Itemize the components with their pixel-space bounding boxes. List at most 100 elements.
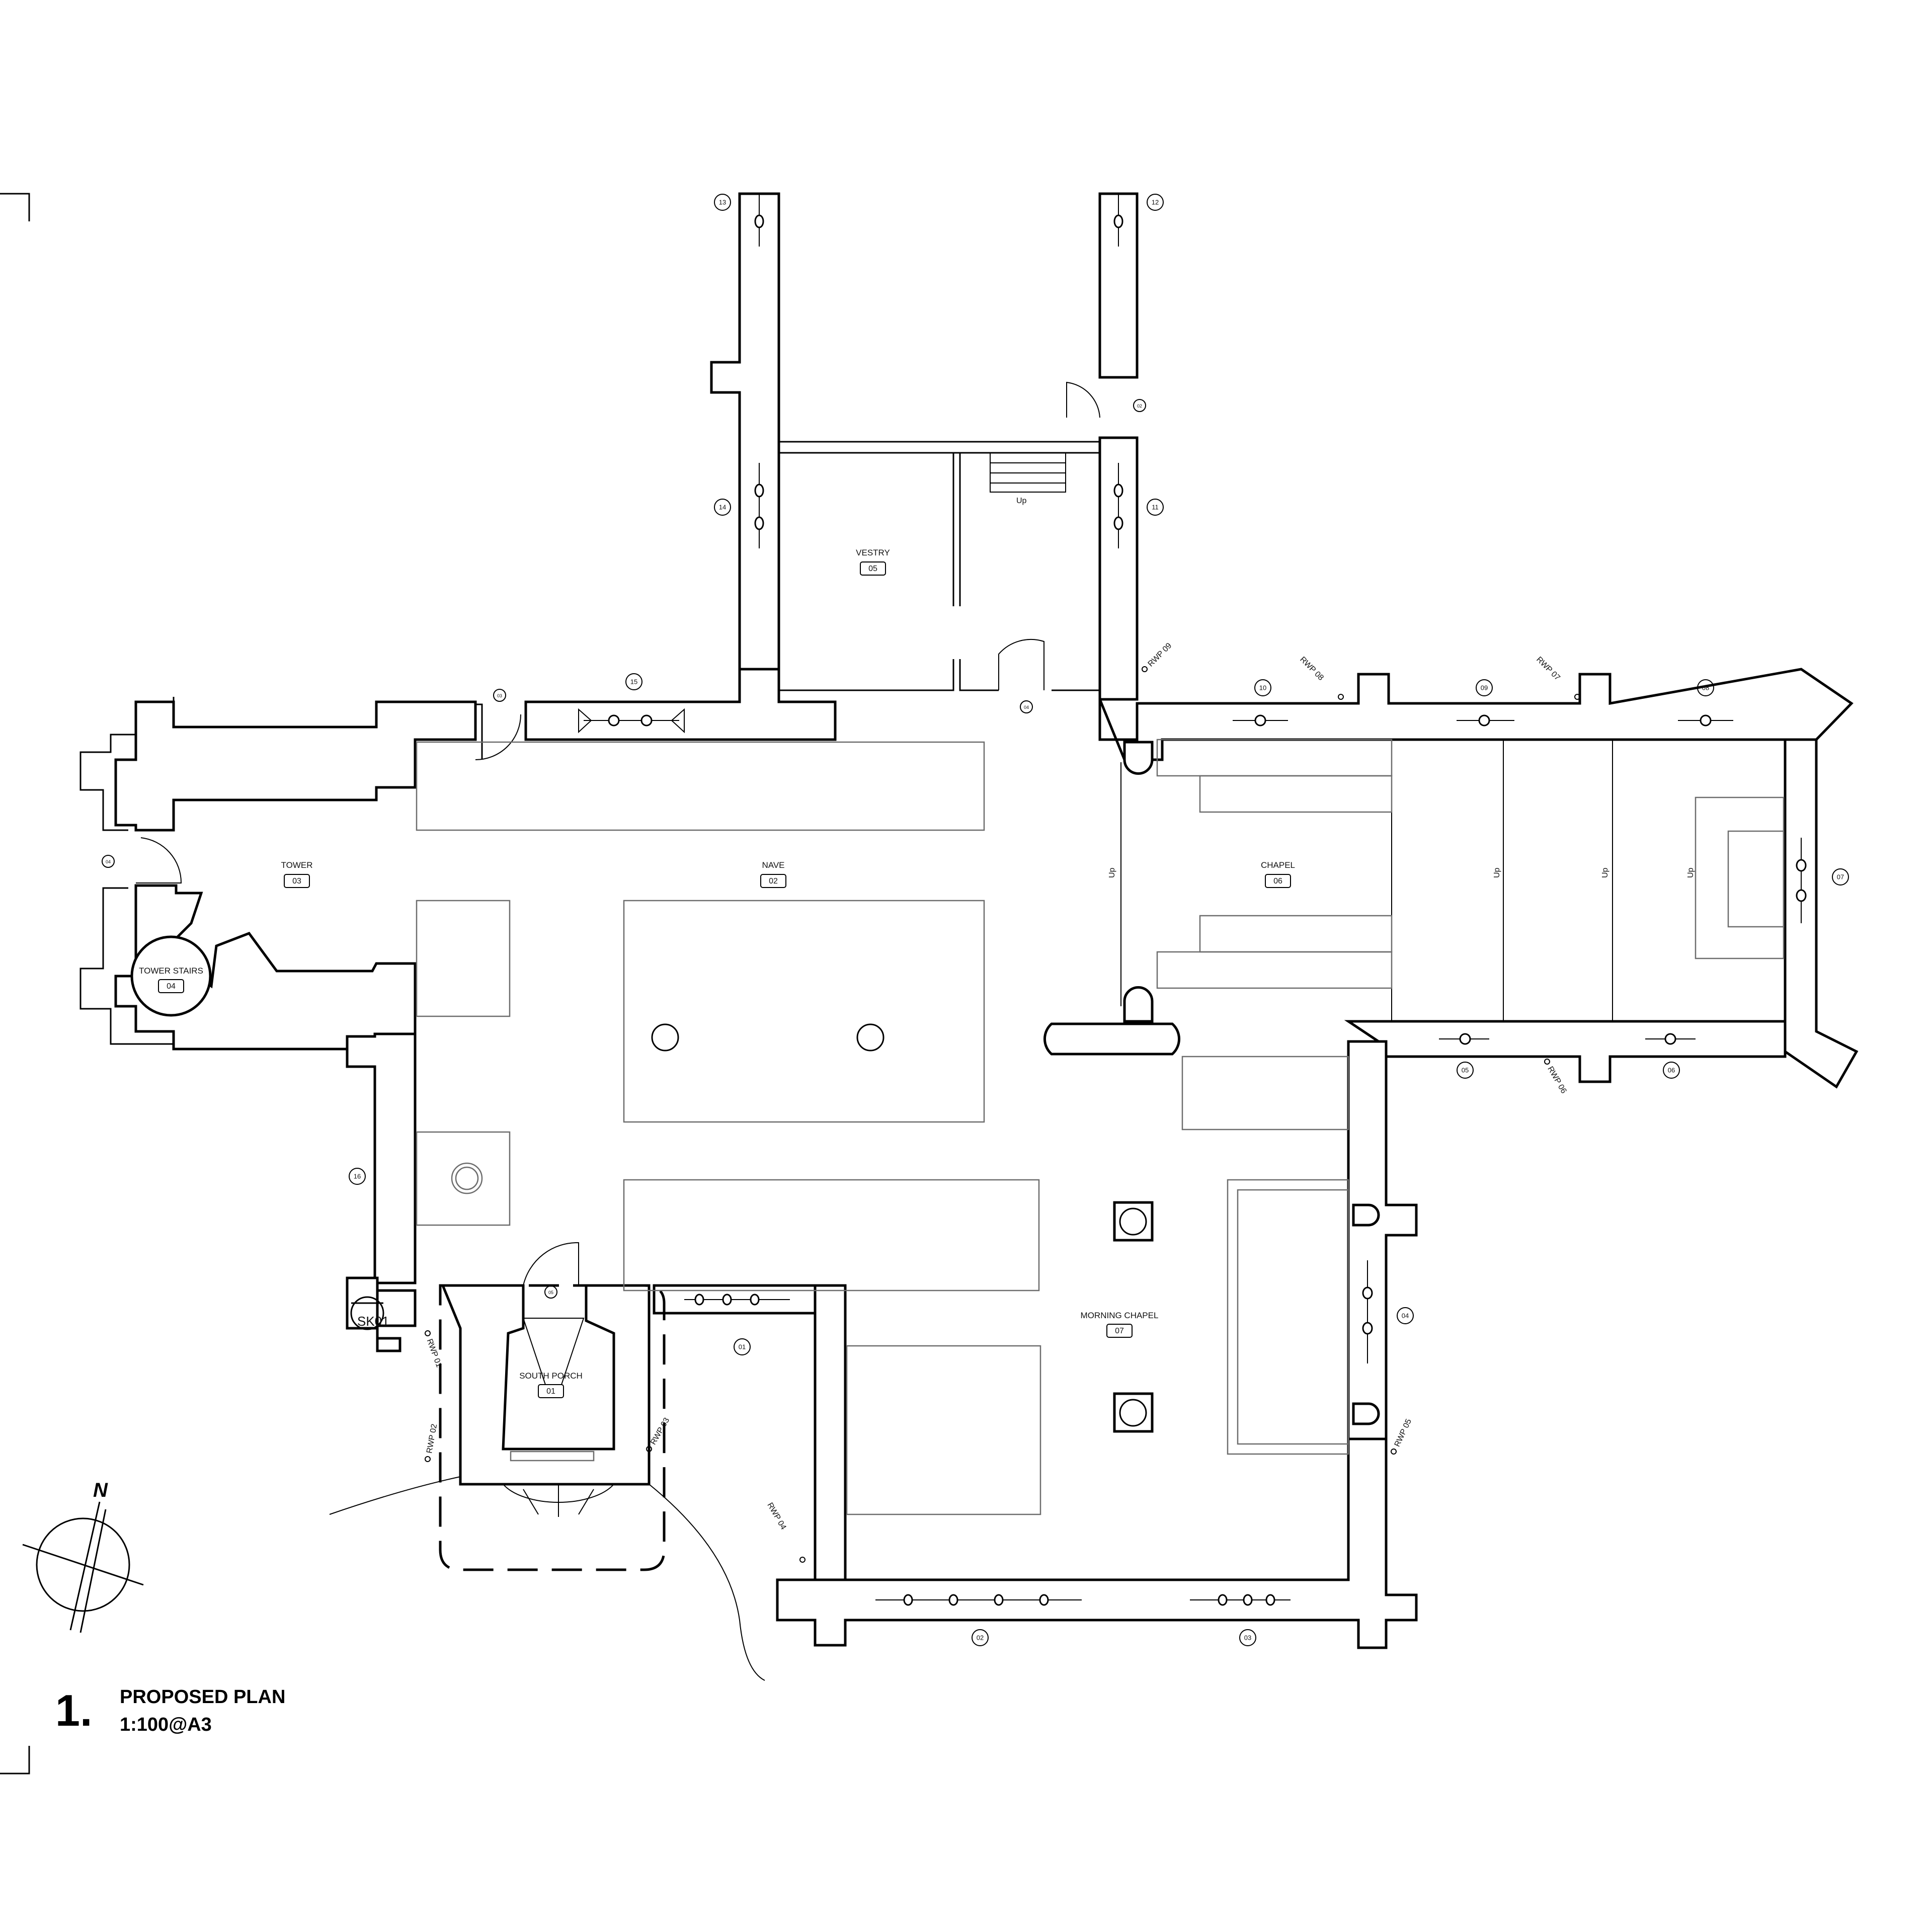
svg-text:RWP 08: RWP 08 bbox=[1298, 655, 1325, 682]
svg-text:03: 03 bbox=[497, 693, 502, 698]
room-labels: TOWER 03 NAVE 02 CHAPEL 06 VESTRY 05 TOW… bbox=[139, 497, 1295, 1398]
svg-text:07: 07 bbox=[1115, 1327, 1124, 1335]
section-marker: SK01 bbox=[350, 1296, 389, 1330]
room-label-morning-chapel: MORNING CHAPEL 07 bbox=[1081, 1311, 1159, 1338]
door-tag-04-west: 04 bbox=[102, 855, 115, 868]
drawing-scale: 1:100@A3 bbox=[120, 1714, 212, 1735]
door-tag-04-east: 04 bbox=[1020, 700, 1033, 713]
svg-text:07: 07 bbox=[1837, 873, 1844, 880]
rwp-04: RWP 04 bbox=[765, 1501, 806, 1563]
svg-text:02: 02 bbox=[769, 877, 778, 886]
svg-text:01: 01 bbox=[739, 1343, 746, 1350]
svg-text:RWP 03: RWP 03 bbox=[649, 1416, 671, 1446]
svg-text:Up: Up bbox=[1493, 867, 1501, 878]
window-tag-07: 07 bbox=[1832, 868, 1849, 886]
south-walls bbox=[346, 1022, 1418, 1649]
svg-text:04: 04 bbox=[167, 982, 176, 991]
window-tag-14: 14 bbox=[714, 499, 731, 516]
nave-north-wall bbox=[475, 668, 837, 760]
svg-text:08: 08 bbox=[1702, 684, 1709, 691]
svg-text:05: 05 bbox=[868, 565, 877, 573]
svg-text:02: 02 bbox=[977, 1634, 984, 1641]
svg-text:VESTRY: VESTRY bbox=[856, 548, 890, 557]
svg-text:SOUTH PORCH: SOUTH PORCH bbox=[519, 1371, 583, 1381]
svg-text:RWP 02: RWP 02 bbox=[425, 1423, 439, 1454]
svg-text:13: 13 bbox=[719, 198, 726, 206]
door-tag-05: 05 bbox=[544, 1285, 557, 1299]
svg-text:15: 15 bbox=[630, 678, 637, 685]
svg-text:Up: Up bbox=[1686, 867, 1695, 878]
svg-text:11: 11 bbox=[1152, 503, 1159, 511]
window-tag-10: 10 bbox=[1254, 679, 1271, 696]
door-tags: 02 03 04 04 05 bbox=[102, 399, 1146, 1299]
room-label-chapel: CHAPEL 06 bbox=[1261, 860, 1295, 888]
svg-text:06: 06 bbox=[1273, 877, 1282, 886]
window-tag-01: 01 bbox=[734, 1338, 751, 1355]
rwp-05: RWP 05 bbox=[1391, 1418, 1413, 1455]
chapel-walls bbox=[1098, 668, 1859, 1089]
nave-furniture bbox=[416, 741, 1349, 1515]
window-tag-15: 15 bbox=[625, 673, 642, 690]
rwp-07: RWP 07 bbox=[1535, 655, 1580, 700]
landscape-paths bbox=[329, 1476, 765, 1681]
window-tag-12: 12 bbox=[1147, 194, 1164, 211]
svg-text:SK01: SK01 bbox=[357, 1314, 389, 1329]
window-tag-13: 13 bbox=[714, 194, 731, 211]
north-label: N bbox=[93, 1479, 108, 1501]
window-tag-06: 06 bbox=[1663, 1062, 1680, 1079]
svg-text:CHAPEL: CHAPEL bbox=[1261, 860, 1295, 870]
svg-text:16: 16 bbox=[354, 1172, 361, 1180]
south-porch bbox=[439, 1242, 666, 1571]
window-tag-02: 02 bbox=[972, 1629, 989, 1646]
room-label-vestry: VESTRY 05 bbox=[856, 548, 890, 576]
tower-walls bbox=[79, 697, 477, 1051]
svg-text:RWP 09: RWP 09 bbox=[1147, 641, 1174, 669]
window-tag-11: 11 bbox=[1147, 499, 1164, 516]
rwp-08: RWP 08 bbox=[1298, 655, 1344, 700]
svg-text:RWP 05: RWP 05 bbox=[1393, 1418, 1413, 1448]
room-label-tower-stairs: TOWER STAIRS 04 bbox=[139, 966, 203, 993]
door-tag-02: 02 bbox=[1133, 399, 1146, 412]
svg-text:MORNING CHAPEL: MORNING CHAPEL bbox=[1081, 1311, 1159, 1320]
svg-text:RWP 04: RWP 04 bbox=[765, 1501, 787, 1532]
svg-text:RWP 06: RWP 06 bbox=[1546, 1065, 1568, 1095]
svg-text:04: 04 bbox=[1024, 705, 1029, 710]
window-tag-03: 03 bbox=[1239, 1629, 1256, 1646]
window-tag-16: 16 bbox=[349, 1168, 366, 1185]
window-tag-05: 05 bbox=[1457, 1062, 1474, 1079]
svg-text:Up: Up bbox=[1108, 867, 1116, 878]
north-arrow: N bbox=[22, 1479, 144, 1633]
svg-text:02: 02 bbox=[1137, 404, 1142, 409]
svg-text:04: 04 bbox=[106, 859, 111, 864]
svg-text:05: 05 bbox=[548, 1290, 553, 1295]
rwp-02: RWP 02 bbox=[425, 1423, 439, 1462]
svg-text:TOWER STAIRS: TOWER STAIRS bbox=[139, 966, 203, 976]
svg-text:10: 10 bbox=[1259, 684, 1266, 691]
window-tag-08: 08 bbox=[1697, 679, 1714, 696]
svg-text:NAVE: NAVE bbox=[762, 860, 784, 870]
svg-text:05: 05 bbox=[1462, 1066, 1469, 1074]
svg-text:04: 04 bbox=[1402, 1312, 1409, 1319]
rwp-06: RWP 06 bbox=[1544, 1059, 1568, 1095]
window-tag-09: 09 bbox=[1476, 679, 1493, 696]
svg-text:12: 12 bbox=[1152, 198, 1159, 206]
svg-text:TOWER: TOWER bbox=[281, 860, 313, 870]
svg-text:09: 09 bbox=[1481, 684, 1488, 691]
rwp-09: RWP 09 bbox=[1142, 641, 1174, 672]
window-tag-04: 04 bbox=[1397, 1307, 1414, 1324]
svg-text:06: 06 bbox=[1668, 1066, 1675, 1074]
svg-text:14: 14 bbox=[719, 503, 726, 511]
north-arm-walls bbox=[710, 192, 1139, 701]
drawing-title: PROPOSED PLAN bbox=[120, 1686, 285, 1708]
room-label-nave: NAVE 02 bbox=[760, 860, 786, 888]
svg-text:RWP 07: RWP 07 bbox=[1535, 655, 1562, 682]
stair-up-label: Up bbox=[1016, 497, 1027, 505]
room-label-tower: TOWER 03 bbox=[281, 860, 313, 888]
drawing-number: 1. bbox=[55, 1685, 92, 1735]
svg-text:03: 03 bbox=[292, 877, 301, 886]
sheet-crop-marks bbox=[0, 193, 30, 1775]
step-markers: Up Up Up Up bbox=[1108, 867, 1695, 878]
door-tag-03: 03 bbox=[493, 689, 506, 702]
svg-text:03: 03 bbox=[1244, 1634, 1251, 1641]
